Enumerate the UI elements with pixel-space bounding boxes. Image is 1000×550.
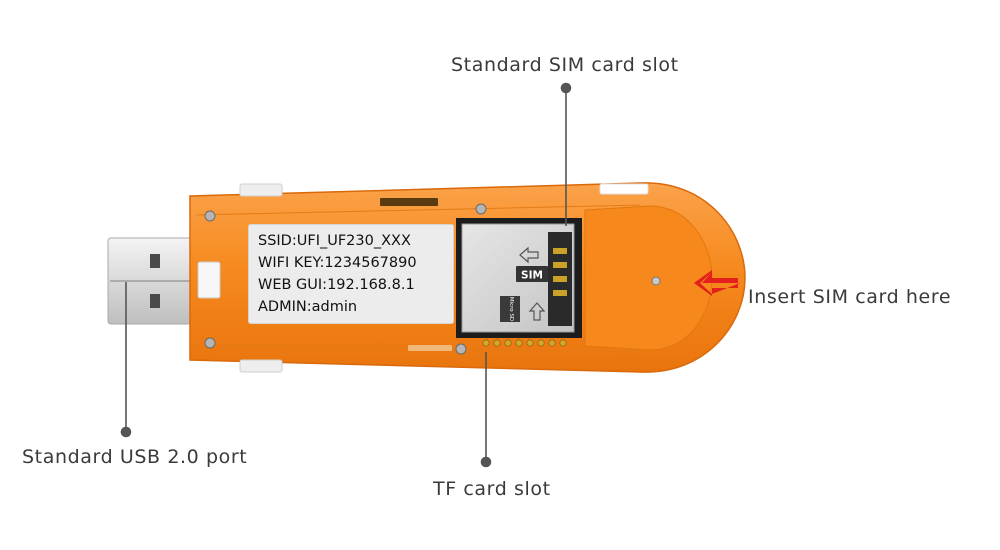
screw bbox=[475, 203, 487, 215]
info-sticker: SSID:UFI_UF230_XXX WIFI KEY:1234567890 W… bbox=[248, 224, 454, 324]
tf-card-pins bbox=[482, 339, 567, 347]
sticker-ssid: SSID:UFI_UF230_XXX bbox=[258, 233, 411, 249]
callout-insert-sim: Insert SIM card here bbox=[748, 286, 952, 308]
tf-pin bbox=[504, 339, 512, 347]
arrow-left-icon bbox=[519, 246, 539, 264]
callout-tf-slot: TF card slot bbox=[433, 478, 551, 500]
tf-pin bbox=[559, 339, 567, 347]
tf-pin bbox=[493, 339, 501, 347]
tf-pin bbox=[482, 339, 490, 347]
sticker-admin: ADMIN:admin bbox=[258, 299, 358, 315]
tf-pin bbox=[526, 339, 534, 347]
screw bbox=[204, 210, 216, 222]
usb-contact-hole bbox=[150, 294, 160, 308]
leader-dot bbox=[480, 456, 492, 468]
leader-dot bbox=[120, 426, 132, 438]
usb-contact-hole bbox=[150, 254, 160, 268]
insert-arrow-icon bbox=[694, 270, 740, 296]
card-tray: SIM Micro SD bbox=[456, 218, 582, 338]
micro-sd-badge-label: Micro SD bbox=[508, 297, 514, 321]
sticker-wifi-key: WIFI KEY:1234567890 bbox=[258, 255, 417, 271]
screw bbox=[204, 337, 216, 349]
leader-lines bbox=[120, 82, 572, 468]
tf-pin bbox=[537, 339, 545, 347]
screw bbox=[455, 343, 467, 355]
arrow-up-icon bbox=[528, 302, 546, 321]
callout-usb-port: Standard USB 2.0 port bbox=[22, 446, 248, 468]
callout-sim-slot: Standard SIM card slot bbox=[451, 54, 679, 76]
tf-pin bbox=[548, 339, 556, 347]
sticker-web-gui: WEB GUI:192.168.8.1 bbox=[258, 277, 415, 293]
screw bbox=[651, 276, 661, 286]
usb-plug bbox=[107, 237, 201, 325]
sim-badge-label: SIM bbox=[521, 270, 543, 282]
leader-dot bbox=[560, 82, 572, 94]
tf-pin bbox=[515, 339, 523, 347]
